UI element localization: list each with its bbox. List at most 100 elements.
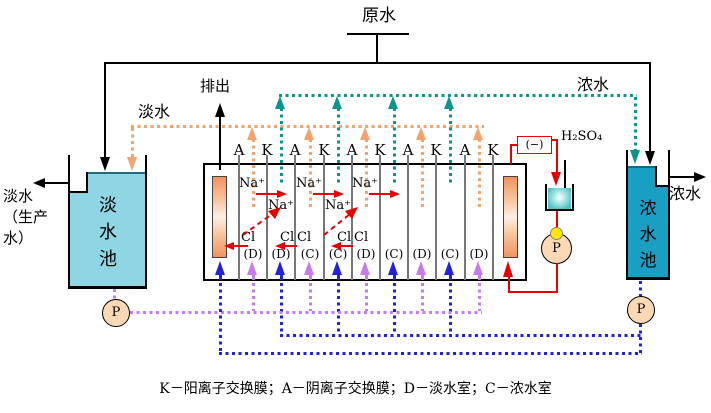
membrane-letter: K [318,141,330,159]
conc-pump-discharge [639,324,642,354]
chamber-dilute-arrowhead [360,127,370,140]
chloride-arrow-head [224,242,234,250]
discharge-label: 排出 [200,77,231,95]
chamber-dilute-arrowhead [416,127,426,140]
fresh-water-tank [68,155,147,289]
membrane-letter: A [233,141,245,159]
chamber-dilute-arrowhead [304,127,314,140]
chloride-arrow-head [331,242,341,250]
chamber-feed-arrowhead [360,261,370,275]
sodium-arrow-head [390,190,400,198]
left-electrode-feed-arrowhead [215,261,225,275]
chloride-arrow-line [233,245,248,247]
membrane-line [266,155,268,280]
chamber-feed-arrowhead [275,261,285,275]
chamber-conc-dots [336,108,340,186]
membrane-line [294,155,296,280]
chamber-feed-stem [420,273,424,280]
discharge-line [219,116,221,170]
chamber-feed-dots [477,283,481,311]
chamber-conc-dots [448,108,452,186]
sodium-arrow-head [334,190,344,198]
fresh-return-arrowhead [127,157,137,171]
sodium-ion-label: Na⁺ [239,176,265,191]
chamber-dilute-dots [251,139,255,209]
conc-water-tank [626,150,670,280]
acid-wire-top-h [552,139,557,141]
chamber-feed-stem [364,273,368,280]
conc-out-line [669,176,696,178]
fresh-return-label: 淡水 [138,102,171,121]
conc-return-label: 浓水 [577,75,610,94]
membrane-letter: K [261,141,273,159]
cathode-box: (−) [517,136,552,154]
sodium-ion-label: Na⁺ [268,198,294,213]
membrane-line [323,155,325,280]
raw-water-label: 原水 [362,6,396,26]
membrane-letter: A [346,141,358,159]
chamber-feed-dots [420,283,424,311]
raw-water-main-line [104,62,651,64]
acid-wire-down [556,263,558,292]
chamber-label: (D) [243,247,263,261]
sodium-ion-label: Na⁺ [296,176,322,191]
acid-wire-mid [556,211,558,234]
left-electrode [212,176,227,258]
acid-wire-bottom-h [508,291,558,293]
raw-water-right-arrowhead [645,151,655,165]
fresh-return-line [131,125,484,128]
chamber-dilute-arrowhead [247,127,257,140]
conc-water-tank-weir [655,166,668,187]
chamber-feed-arrowhead [388,261,398,275]
conc-line [279,94,637,97]
fresh-pump-label: P [111,305,121,320]
chamber-conc-arrowhead [275,96,285,109]
chamber-feed-dots [364,283,368,311]
membrane-line [379,155,381,280]
electrode-rinse-arrowhead [503,261,513,277]
chamber-feed-arrowhead [332,261,342,275]
chamber-feed-arrowhead [304,261,314,275]
right-electrode [503,176,518,258]
acid-wire-top-v [556,139,558,172]
raw-water-right-branch [649,62,651,151]
chloride-ion-label: Cl [297,230,312,245]
chamber-conc-dots [279,108,283,186]
sodium-arrow-line [313,193,335,195]
acid-dip-line [564,160,566,203]
conc-pump-label: P [636,302,646,317]
sodium-arrow-line [369,193,391,195]
chamber-dilute-dots [477,139,481,209]
conc-out-arrowhead [694,172,706,182]
fresh-out-arrowhead [33,178,45,188]
chamber-feed-stem [251,273,255,280]
membrane-letter: K [430,141,442,159]
chamber-feed-dots [336,283,340,335]
chamber-feed-arrowhead [444,261,454,275]
fresh-feed-manifold [130,311,482,314]
membrane-line [435,155,437,280]
chamber-dilute-dots [364,139,368,209]
chamber-feed-stem [477,273,481,280]
acid-beaker [545,184,574,211]
fresh-pump-suction [113,289,116,299]
conc-pump-suction [639,281,642,296]
membrane-letter: A [459,141,471,159]
chamber-conc-arrowhead [444,96,454,109]
conc-drop [634,97,637,150]
chloride-ion-label: Cl [354,230,369,245]
membrane-letter: K [374,141,386,159]
chamber-label: (C) [328,247,348,261]
chloride-arrow-head [275,242,285,250]
chamber-label: (D) [356,247,376,261]
sodium-arrow-head [277,190,287,198]
chamber-dilute-dots [308,139,312,209]
acid-feed-arrowhead [551,172,561,186]
chamber-label: (C) [440,247,460,261]
membrane-letter: K [487,141,499,159]
acid-label: H₂SO₄ [561,129,603,144]
chamber-feed-dots [251,283,255,311]
sodium-arrow-line [256,193,278,195]
chamber-conc-arrowhead [332,96,342,109]
